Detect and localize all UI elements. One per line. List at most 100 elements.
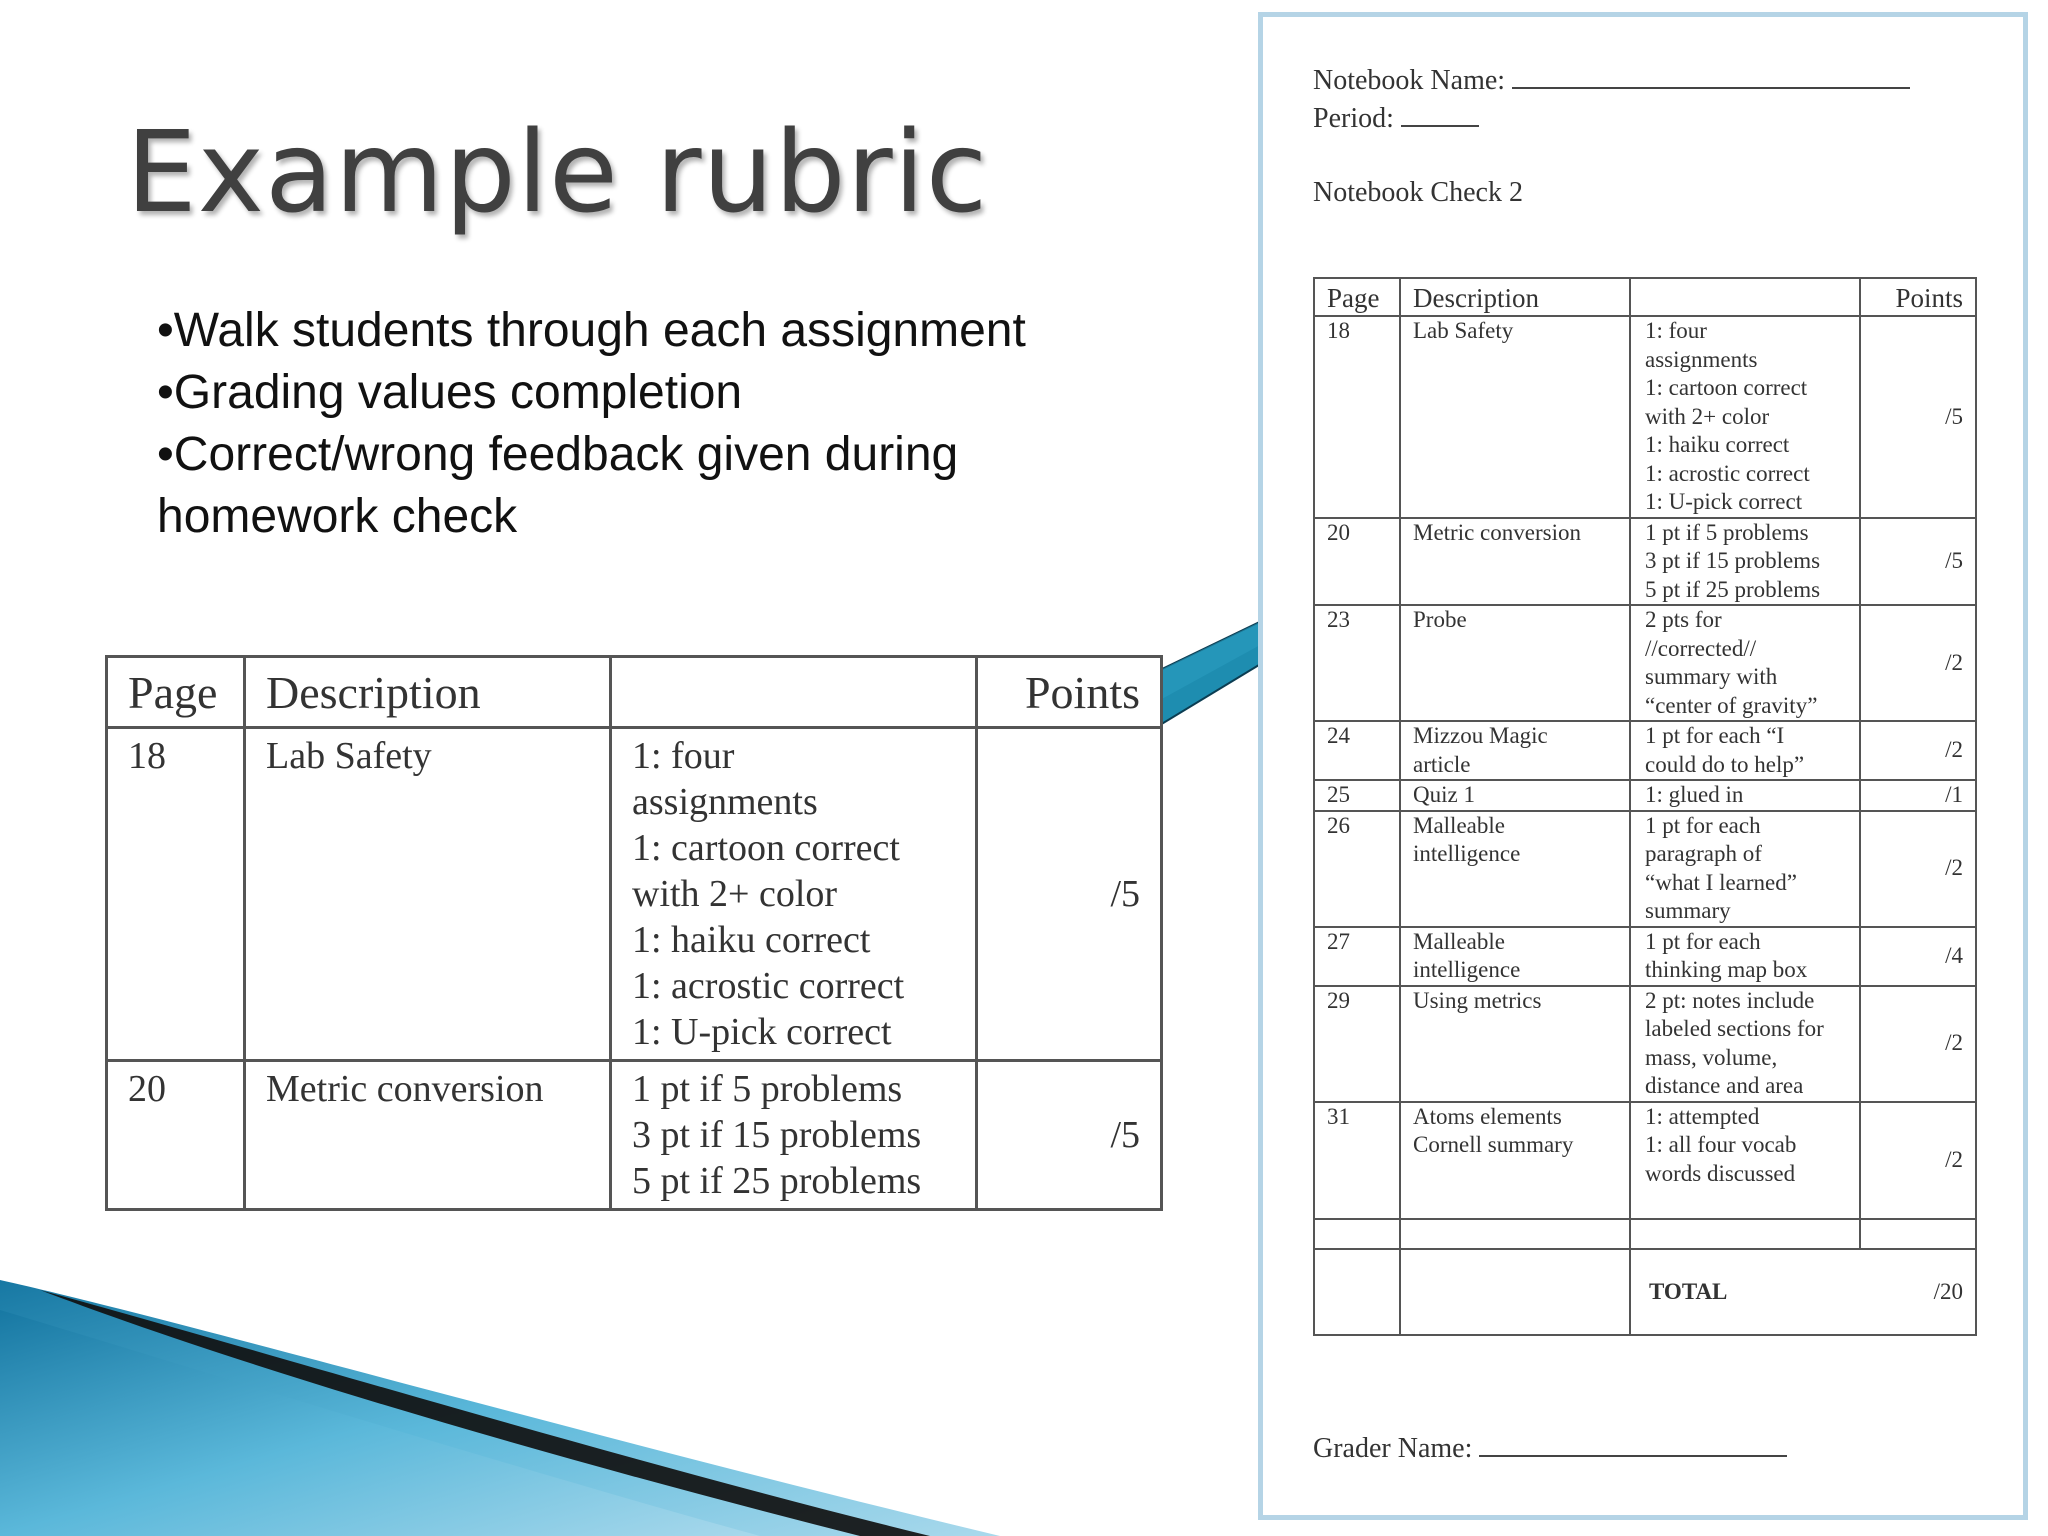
criteria-line: 1: acrostic correct [632, 965, 905, 1007]
criteria-line: with 2+ color [632, 873, 838, 915]
table-row: 27 Malleable intelligence 1 pt for each … [1313, 925, 1977, 987]
criteria-line: 1: glued in [1645, 782, 1744, 807]
criteria-line: words discussed [1645, 1160, 1796, 1186]
page-cell: 27 [1313, 925, 1401, 987]
period-line: Period: [1313, 101, 1479, 137]
description-line: Atoms elements [1413, 1103, 1562, 1129]
points-cell: /5 [975, 726, 1163, 1062]
criteria-line: assignments [632, 781, 818, 823]
criteria-line: 1: haiku correct [1645, 432, 1790, 457]
notebook-name-label: Notebook Name: [1313, 65, 1506, 96]
criteria-line: 5 pt if 25 problems [1645, 576, 1821, 602]
table-row: 18 Lab Safety 1: four assignments 1: car… [105, 726, 1163, 1062]
header-criteria [609, 655, 978, 729]
bullet-item: homework check [157, 490, 518, 543]
header-points: Points [1859, 277, 1977, 317]
criteria-line: mass, volume, [1645, 1044, 1778, 1070]
description-line: Mizzou Magic [1413, 723, 1548, 748]
description-cell: Malleable intelligence [1399, 925, 1631, 987]
description-cell: Atoms elements Cornell summary [1399, 1100, 1631, 1220]
criteria-cell: 2 pt: notes include labeled sections for… [1629, 984, 1861, 1103]
header-description: Description [1399, 277, 1631, 317]
bullet-item: •Correct/wrong feedback given during [157, 428, 959, 481]
description-cell: Metric conversion [1399, 516, 1631, 606]
page-cell: 29 [1313, 984, 1401, 1103]
points-cell: /2 [1859, 604, 1977, 722]
criteria-line: 1 pt if 5 problems [632, 1068, 903, 1110]
page-cell: 20 [105, 1059, 246, 1211]
criteria-line: could do to help” [1645, 751, 1805, 777]
empty-cell [1313, 1248, 1401, 1336]
description-line: Metric conversion [1413, 519, 1581, 545]
criteria-line: summary with [1645, 664, 1778, 689]
criteria-line: thinking map box [1645, 957, 1808, 982]
criteria-line: labeled sections for [1645, 1016, 1824, 1041]
table-row: 20 Metric conversion 1 pt if 5 problems … [105, 1059, 1163, 1211]
total-cell: TOTAL /20 [1629, 1248, 1977, 1336]
total-label: TOTAL [1649, 1278, 1728, 1304]
criteria-line: “center of gravity” [1645, 692, 1818, 718]
notebook-check-title: Notebook Check 2 [1313, 177, 1523, 208]
zoomed-rubric-table: Page Description Points 18 Lab Safety 1:… [105, 655, 1163, 1211]
header-points: Points [975, 655, 1163, 729]
criteria-cell: 1 pt for each “I could do to help” [1629, 720, 1861, 781]
header-criteria [1629, 277, 1861, 317]
points-cell: /2 [1859, 809, 1977, 928]
header-page: Page [105, 655, 246, 729]
notebook-name-blank [1512, 63, 1911, 89]
notebook-name-line: Notebook Name: [1313, 63, 1911, 99]
total-row: TOTAL /20 [1313, 1248, 1977, 1336]
table-row: 20 Metric conversion 1 pt if 5 problems … [1313, 516, 1977, 606]
page-cell: 18 [1313, 315, 1401, 519]
table-row: 24 Mizzou Magic article 1 pt for each “I… [1313, 720, 1977, 781]
page-cell: 23 [1313, 604, 1401, 722]
table-row: 23 Probe 2 pts for //corrected// summary… [1313, 604, 1977, 722]
rubric-document: Notebook Name: Period: Notebook Check 2 … [1258, 12, 2028, 1520]
points-cell: /5 [1859, 315, 1977, 519]
criteria-line: 2 pt: notes include [1645, 987, 1815, 1013]
page-cell: 31 [1313, 1100, 1401, 1220]
header-page: Page [1313, 277, 1401, 317]
page-cell: 18 [105, 726, 246, 1062]
criteria-line: 1 pt for each [1645, 928, 1761, 954]
decorative-swoosh [0, 1280, 1000, 1536]
table-header-row: Page Description Points [1313, 277, 1977, 317]
criteria-line: 1: all four vocab [1645, 1132, 1797, 1157]
page-cell: 26 [1313, 809, 1401, 928]
empty-cell [1399, 1218, 1631, 1250]
points-cell: /4 [1859, 925, 1977, 987]
table-row: 25 Quiz 1 1: glued in /1 [1313, 779, 1977, 812]
header-description: Description [243, 655, 612, 729]
description-line: Lab Safety [1413, 318, 1514, 343]
description-line: article [1413, 751, 1471, 777]
description-line: Using metrics [1413, 987, 1542, 1013]
description-cell: Quiz 1 [1399, 779, 1631, 812]
total-points: /20 [1933, 1278, 1963, 1304]
description-cell: Using metrics [1399, 984, 1631, 1103]
grader-name-line: Grader Name: [1313, 1431, 1788, 1467]
criteria-cell: 1 pt for each thinking map box [1629, 925, 1861, 987]
rubric-table: Page Description Points 18 Lab Safety 1:… [1313, 277, 1977, 1336]
criteria-line: 1: four [632, 735, 735, 777]
empty-cell [1313, 1218, 1401, 1250]
criteria-line: 1: U-pick correct [1645, 489, 1803, 514]
page-cell: 20 [1313, 516, 1401, 606]
criteria-line: paragraph of [1645, 841, 1762, 866]
criteria-cell: 1: four assignments 1: cartoon correct w… [1629, 315, 1861, 519]
period-label: Period: [1313, 103, 1394, 134]
criteria-line: with 2+ color [1645, 403, 1770, 429]
description-cell: Malleable intelligence [1399, 809, 1631, 928]
criteria-line: summary [1645, 898, 1731, 923]
grader-name-label: Grader Name: [1313, 1433, 1473, 1464]
criteria-line: 1: cartoon correct [1645, 375, 1808, 400]
criteria-cell: 1: glued in [1629, 779, 1861, 812]
criteria-line: “what I learned” [1645, 869, 1797, 895]
criteria-line: 1 pt for each “I [1645, 723, 1785, 748]
criteria-cell: 1 pt if 5 problems 3 pt if 15 problems 5… [1629, 516, 1861, 606]
description-line: Malleable [1413, 812, 1505, 838]
description-line: Malleable [1413, 928, 1505, 954]
criteria-line: 3 pt if 15 problems [632, 1114, 922, 1156]
period-blank [1400, 101, 1479, 127]
points-cell: /5 [1859, 516, 1977, 606]
criteria-line: 2 pts for [1645, 607, 1722, 632]
